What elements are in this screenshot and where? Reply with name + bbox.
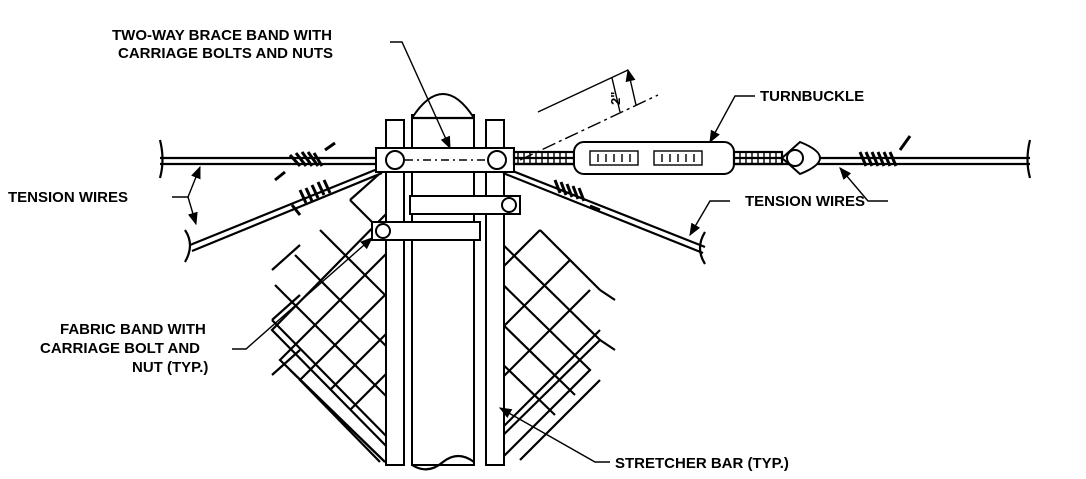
leader-tension-right — [689, 167, 888, 237]
fabric-mesh-left — [270, 159, 396, 463]
tension-wire-lower-left — [184, 166, 383, 263]
leader-fabric-band — [232, 237, 373, 350]
fabric-band-upper — [409, 195, 521, 215]
label-brace-band-line1: TWO-WAY BRACE BAND WITH — [112, 27, 332, 44]
barbed-wire-twists — [274, 135, 912, 216]
leader-stretcher-bar — [498, 407, 610, 463]
label-tension-right: TENSION WIRES — [745, 193, 865, 210]
label-brace-band-line2: CARRIAGE BOLTS AND NUTS — [118, 45, 333, 62]
fabric-mesh-right — [487, 229, 616, 461]
fabric-band-lower — [371, 221, 481, 241]
label-fabric-line3: NUT (TYP.) — [132, 359, 208, 376]
label-stretcher-bar: STRETCHER BAR (TYP.) — [615, 455, 789, 472]
two-way-brace-band — [375, 147, 515, 173]
label-fabric-line1: FABRIC BAND WITH — [60, 321, 206, 338]
leader-brace-band — [390, 41, 451, 150]
tension-wire-lower-right — [502, 166, 706, 265]
turnbuckle — [512, 140, 821, 176]
leader-tension-left — [172, 165, 201, 226]
leader-turnbuckle — [709, 95, 755, 144]
dimension-2in — [519, 68, 659, 161]
label-fabric-line2: CARRIAGE BOLT AND — [40, 340, 200, 357]
label-turnbuckle: TURNBUCKLE — [760, 88, 864, 105]
label-tension-left: TENSION WIRES — [8, 189, 128, 206]
fence-post — [411, 93, 475, 471]
label-dimension: 2" — [608, 92, 623, 105]
stretcher-bar-left — [385, 119, 405, 466]
